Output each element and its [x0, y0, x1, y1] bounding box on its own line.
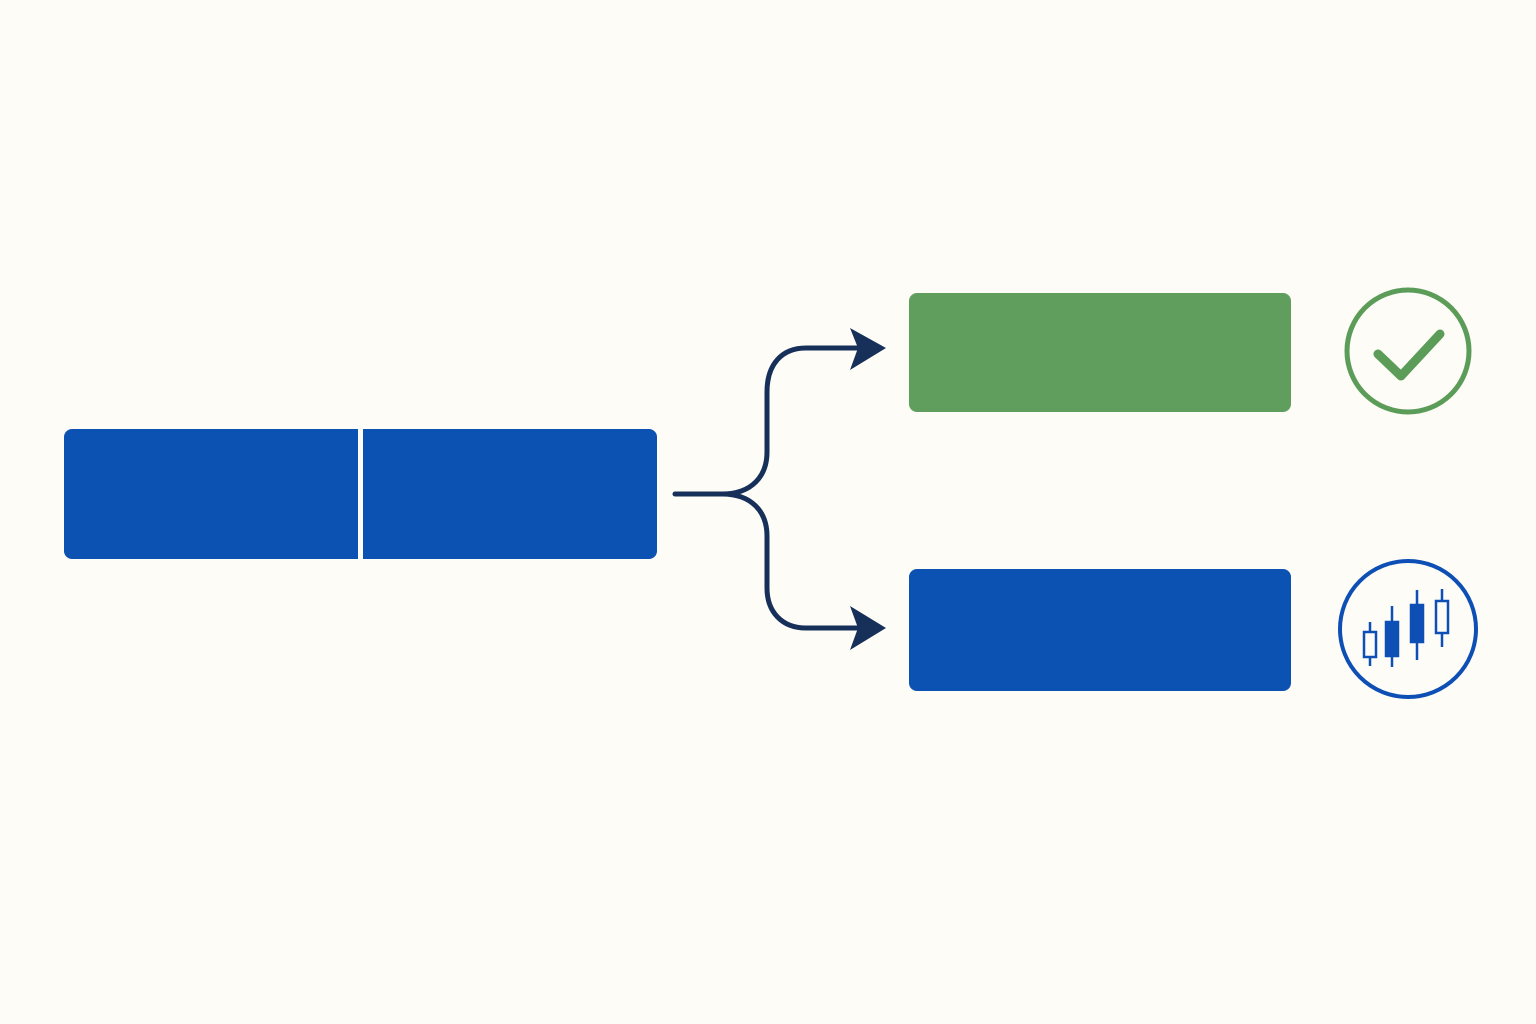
source-box-right-segment: [363, 429, 657, 559]
branch-connector: [672, 345, 879, 631]
check-circle-ring: [1344, 287, 1472, 415]
check-circle-icon: [1344, 287, 1472, 415]
candle-body-1: [1362, 630, 1378, 659]
branch-box-success: [909, 293, 1291, 412]
candle-body-2: [1384, 620, 1400, 658]
chart-circle-ring: [1338, 559, 1478, 699]
source-box-left-segment: [64, 429, 358, 559]
connector-lower-branch: [719, 491, 879, 631]
arrowhead-lower: [850, 606, 886, 650]
check-mark: [1373, 329, 1445, 381]
candle-body-3: [1409, 603, 1425, 644]
candlestick-chart-icon: [1338, 559, 1478, 699]
arrowhead-upper: [850, 328, 886, 370]
candle-body-4: [1434, 599, 1450, 635]
connector-upper-branch: [719, 345, 879, 497]
branch-box-chart: [909, 569, 1291, 691]
